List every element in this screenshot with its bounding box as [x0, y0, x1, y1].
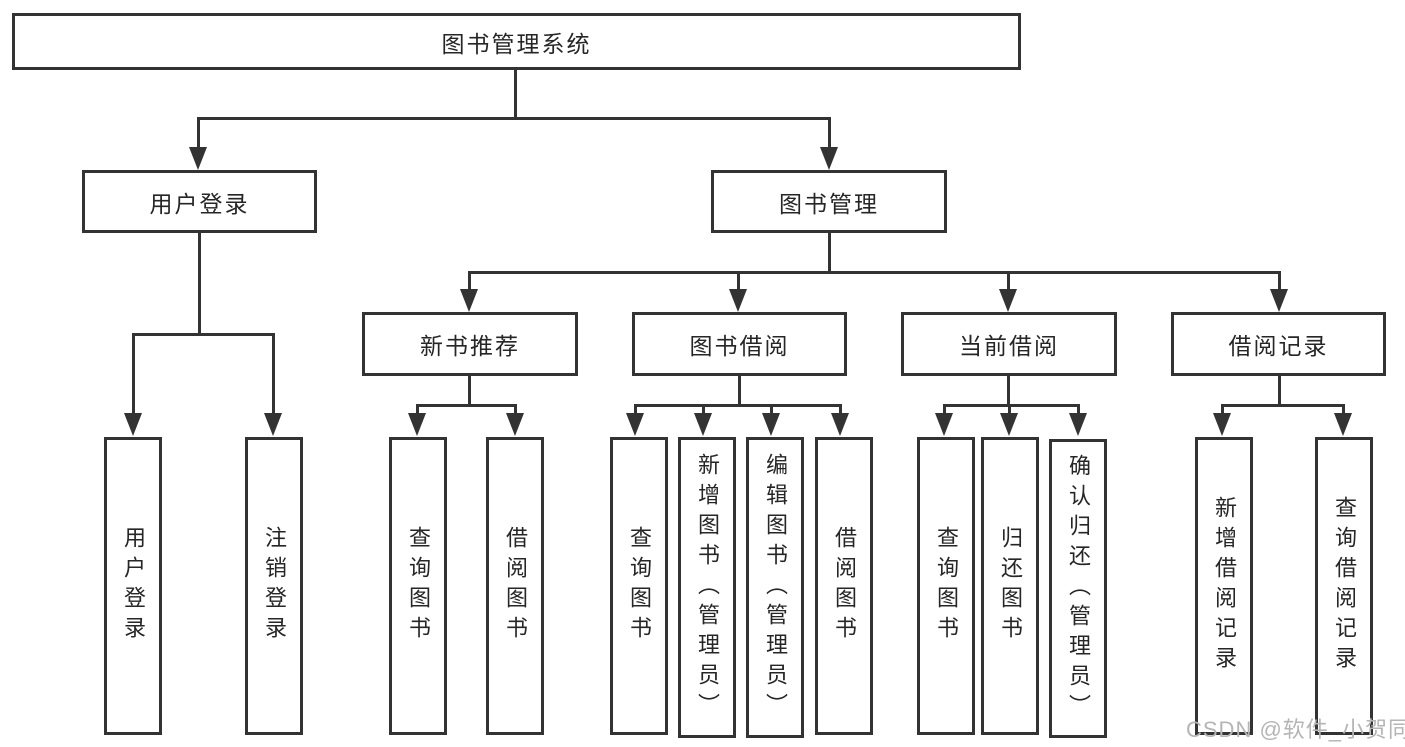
connector-to-leaf-user-login — [132, 333, 135, 414]
connector-to-book-borrowing — [737, 271, 740, 290]
leaf-query-borrow-record: 查询借阅记录 — [1315, 437, 1373, 735]
connector-book-borrowing-rail — [634, 404, 842, 407]
connector-to-leaf — [514, 404, 517, 414]
connector-user-login-rail — [132, 333, 275, 336]
connector-root-stem — [514, 70, 517, 120]
node-current-borrowing: 当前借阅 — [901, 312, 1117, 376]
arrow-down-icon — [1334, 413, 1352, 436]
connector-book-management-stem — [828, 233, 831, 274]
connector-to-leaf — [416, 404, 419, 414]
arrow-down-icon — [694, 413, 712, 436]
connector-to-leaf — [1221, 404, 1224, 414]
arrow-down-icon — [762, 413, 780, 436]
connector-to-current-borrowing — [1007, 271, 1010, 290]
arrow-down-icon — [999, 289, 1017, 312]
connector-user-login-stem — [198, 233, 201, 336]
connector-to-user-login — [197, 117, 200, 149]
node-book-borrowing: 图书借阅 — [632, 312, 847, 376]
arrow-down-icon — [935, 413, 953, 436]
leaf-edit-books-admin: 编辑图书（管理员） — [746, 437, 804, 738]
connector-to-leaf — [634, 404, 637, 414]
leaf-confirm-return-admin: 确认归还（管理员） — [1049, 439, 1107, 738]
leaf-borrow-books-2: 借阅图书 — [815, 437, 873, 735]
connector-to-new-book-recommendation — [468, 271, 471, 290]
connector-borrowing-records-rail — [1221, 404, 1345, 407]
connector-to-leaf — [943, 404, 946, 414]
arrow-down-icon — [729, 289, 747, 312]
leaf-add-books-admin: 新增图书（管理员） — [678, 437, 736, 738]
connector-book-management-rail — [468, 271, 1281, 274]
connector-to-leaf — [702, 404, 705, 414]
leaf-query-books-2: 查询图书 — [610, 437, 668, 735]
node-user-login: 用户登录 — [82, 170, 317, 233]
connector-to-leaf — [839, 404, 842, 414]
leaf-add-borrow-record: 新增借阅记录 — [1195, 437, 1253, 735]
arrow-down-icon — [408, 413, 426, 436]
leaf-query-books-1: 查询图书 — [389, 437, 447, 735]
connector-to-borrowing-records — [1278, 271, 1281, 290]
node-root-library-management-system: 图书管理系统 — [12, 13, 1021, 70]
arrow-down-icon — [626, 413, 644, 436]
connector-to-leaf — [770, 404, 773, 414]
leaf-user-login: 用户登录 — [104, 437, 162, 735]
arrow-down-icon — [264, 413, 282, 436]
arrow-down-icon — [124, 413, 142, 436]
connector-new-book-stem — [468, 376, 471, 406]
connector-current-borrowing-stem — [1007, 376, 1010, 406]
node-borrowing-records: 借阅记录 — [1171, 312, 1386, 376]
arrow-down-icon — [1270, 289, 1288, 312]
connector-to-leaf — [1077, 404, 1080, 414]
connector-new-book-rail — [416, 404, 517, 407]
arrow-down-icon — [460, 289, 478, 312]
watermark: CSDN @软件_小贺同学 — [1186, 717, 1405, 742]
connector-root-rail — [197, 117, 831, 120]
arrow-down-icon — [831, 413, 849, 436]
leaf-query-books-3: 查询图书 — [917, 437, 975, 735]
connector-book-borrowing-stem — [738, 376, 741, 406]
arrow-down-icon — [506, 413, 524, 436]
node-new-book-recommendation: 新书推荐 — [362, 312, 578, 376]
node-book-management: 图书管理 — [711, 170, 947, 233]
arrow-down-icon — [1000, 413, 1018, 436]
connector-borrowing-records-stem — [1278, 376, 1281, 406]
connector-to-leaf-logout — [272, 333, 275, 414]
arrow-down-icon — [820, 147, 838, 170]
connector-to-leaf — [1008, 404, 1011, 414]
arrow-down-icon — [189, 147, 207, 170]
leaf-return-books: 归还图书 — [981, 437, 1039, 735]
connector-to-leaf — [1342, 404, 1345, 414]
leaf-borrow-books-1: 借阅图书 — [486, 437, 544, 735]
arrow-down-icon — [1069, 413, 1087, 436]
leaf-logout: 注销登录 — [245, 437, 303, 735]
arrow-down-icon — [1213, 413, 1231, 436]
connector-current-borrowing-rail — [943, 404, 1080, 407]
connector-to-book-management — [828, 117, 831, 149]
